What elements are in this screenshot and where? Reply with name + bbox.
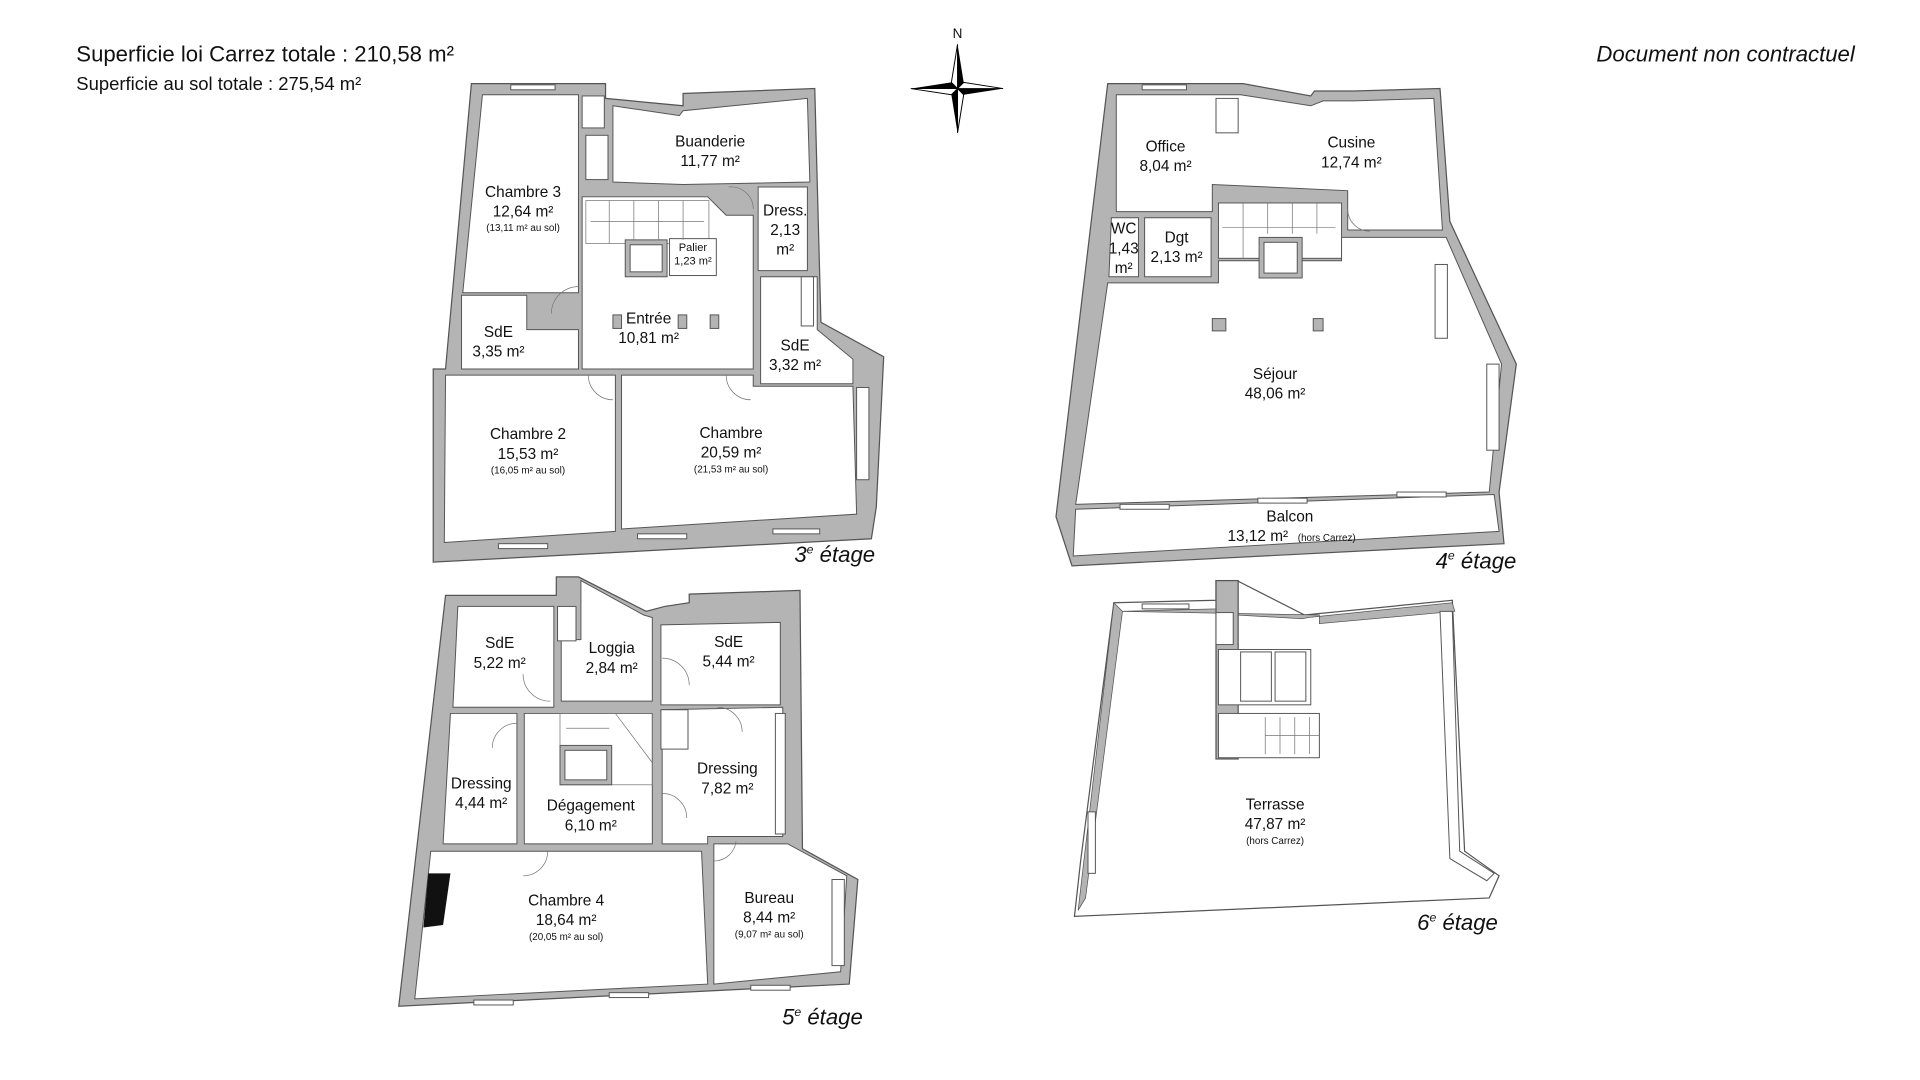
room-dressing-5a: Dressing 4,44 m² [451, 775, 512, 812]
svg-text:(hors Carrez): (hors Carrez) [1246, 836, 1304, 847]
svg-text:SdE: SdE [781, 338, 810, 355]
svg-text:Chambre 2: Chambre 2 [490, 426, 566, 443]
plan-6e-etage: Terrasse 47,87 m² (hors Carrez) 6e étage [1073, 579, 1500, 935]
floor-label-5: 5e étage [782, 1005, 863, 1030]
svg-text:8,04 m²: 8,04 m² [1139, 158, 1191, 175]
svg-text:3,35 m²: 3,35 m² [472, 344, 524, 361]
floor-label-4: 4e étage [1436, 548, 1517, 573]
svg-text:5,44 m²: 5,44 m² [703, 654, 755, 671]
svg-text:2,13: 2,13 [770, 222, 800, 239]
svg-text:SdE: SdE [485, 635, 514, 652]
room-terrasse: Terrasse 47,87 m² (hors Carrez) [1245, 796, 1306, 846]
room-bureau: Bureau 8,44 m² (9,07 m² au sol) [735, 890, 804, 940]
svg-text:Buanderie: Buanderie [675, 133, 745, 150]
room-loggia: Loggia 2,84 m² [586, 640, 638, 677]
plan-3e-etage: Buanderie 11,77 m² Chambre 3 12,64 m² (13,1… [432, 83, 885, 567]
svg-text:Entrée: Entrée [626, 311, 671, 328]
svg-text:Dégagement: Dégagement [547, 798, 636, 815]
svg-text:(16,05 m² au sol): (16,05 m² au sol) [491, 466, 565, 477]
plan-4e-etage: Office 8,04 m² Cusine 12,74 m² WC 1,43 m² Dg… [1055, 83, 1517, 573]
compass-rose-icon: N [910, 26, 1004, 133]
sol-total: Superficie au sol totale : 275,54 m² [76, 73, 361, 94]
svg-text:12,64 m²: 12,64 m² [493, 203, 554, 220]
svg-text:Dressing: Dressing [451, 775, 512, 792]
svg-text:m²: m² [776, 242, 794, 259]
svg-text:47,87 m²: 47,87 m² [1245, 816, 1306, 833]
svg-text:48,06 m²: 48,06 m² [1245, 386, 1306, 403]
svg-text:(13,11 m² au sol): (13,11 m² au sol) [486, 223, 560, 234]
room-degagement: Dgt 2,13 m² [1151, 229, 1203, 266]
plan-5e-etage: SdE 5,22 m² Loggia 2,84 m² SdE 5,44 m² Dres… [398, 576, 863, 1030]
svg-text:11,77 m²: 11,77 m² [680, 153, 740, 170]
disclaimer: Document non contractuel [1596, 42, 1855, 67]
room-chambre-4: Chambre 4 18,64 m² (20,05 m² au sol) [528, 892, 605, 942]
room-buanderie: Buanderie 11,77 m² [675, 133, 745, 170]
svg-text:SdE: SdE [714, 634, 743, 651]
room-sejour: Séjour 48,06 m² [1245, 366, 1306, 403]
room-balcon: Balcon 13,12 m² (hors Carrez) [1227, 509, 1355, 546]
carrez-total: Superficie loi Carrez totale : 210,58 m² [76, 42, 454, 67]
svg-text:1,43: 1,43 [1109, 240, 1139, 257]
svg-text:5,22 m²: 5,22 m² [474, 655, 526, 672]
svg-text:Office: Office [1146, 138, 1186, 155]
svg-text:SdE: SdE [484, 324, 513, 341]
room-dressing-5b: Dressing 7,82 m² [697, 761, 758, 798]
svg-text:3,32 m²: 3,32 m² [769, 357, 821, 374]
svg-text:15,53 m²: 15,53 m² [498, 446, 559, 463]
svg-text:Chambre 3: Chambre 3 [485, 184, 561, 201]
room-chambre-3: Chambre 3 12,64 m² (13,11 m² au sol) [485, 184, 561, 234]
room-cuisine: Cusine 12,74 m² [1321, 135, 1382, 172]
room-degagement-5: Dégagement 6,10 m² [547, 798, 636, 835]
svg-text:Dress.: Dress. [763, 202, 807, 219]
svg-text:(21,53 m² au sol): (21,53 m² au sol) [694, 464, 768, 475]
svg-text:18,64 m²: 18,64 m² [536, 912, 597, 929]
room-sde-5a: SdE 5,22 m² [474, 635, 526, 672]
svg-text:Dgt: Dgt [1165, 229, 1190, 246]
room-chambre: Chambre 20,59 m² (21,53 m² au sol) [694, 425, 768, 475]
room-chambre-2: Chambre 2 15,53 m² (16,05 m² au sol) [490, 426, 566, 476]
svg-text:(20,05 m² au sol): (20,05 m² au sol) [529, 932, 603, 943]
svg-text:(9,07 m² au sol): (9,07 m² au sol) [735, 929, 804, 940]
svg-text:Dressing: Dressing [697, 761, 758, 778]
room-dressing: Dress. 2,13 m² [763, 202, 807, 258]
svg-text:2,13 m²: 2,13 m² [1151, 249, 1203, 266]
svg-text:10,81 m²: 10,81 m² [618, 330, 679, 347]
room-sde-5b: SdE 5,44 m² [703, 634, 755, 671]
room-entree: Entrée 10,81 m² [618, 311, 679, 348]
svg-text:7,82 m²: 7,82 m² [701, 780, 753, 797]
svg-text:Balcon: Balcon [1266, 509, 1313, 526]
svg-text:20,59 m²: 20,59 m² [701, 445, 762, 462]
svg-text:Cusine: Cusine [1327, 135, 1375, 152]
svg-text:Palier: Palier [679, 242, 708, 254]
fireplace-icon [423, 873, 451, 928]
floor-label-3: 3e étage [794, 542, 875, 567]
svg-text:Séjour: Séjour [1253, 366, 1297, 383]
svg-text:2,84 m²: 2,84 m² [586, 660, 638, 677]
floor-label-6: 6e étage [1417, 910, 1498, 935]
svg-text:1,23 m²: 1,23 m² [674, 255, 712, 267]
svg-text:Chambre 4: Chambre 4 [528, 892, 605, 909]
svg-text:Terrasse: Terrasse [1246, 796, 1305, 813]
svg-text:6,10 m²: 6,10 m² [565, 817, 617, 834]
room-wc: WC 1,43 m² [1109, 221, 1139, 277]
compass-north-label: N [953, 26, 963, 41]
svg-text:m²: m² [1115, 260, 1133, 277]
room-office: Office 8,04 m² [1139, 138, 1191, 175]
svg-text:Loggia: Loggia [589, 640, 636, 657]
svg-text:4,44 m²: 4,44 m² [455, 795, 507, 812]
svg-text:8,44 m²: 8,44 m² [743, 910, 795, 927]
svg-text:Chambre: Chambre [699, 425, 762, 442]
svg-text:Bureau: Bureau [744, 890, 794, 907]
svg-text:(hors Carrez): (hors Carrez) [1298, 533, 1356, 544]
svg-text:13,12 m²: 13,12 m² [1227, 528, 1288, 545]
svg-text:WC: WC [1111, 221, 1137, 238]
svg-text:12,74 m²: 12,74 m² [1321, 154, 1382, 171]
room-sde-1: SdE 3,35 m² [472, 324, 524, 361]
room-sde-2: SdE 3,32 m² [769, 338, 821, 375]
